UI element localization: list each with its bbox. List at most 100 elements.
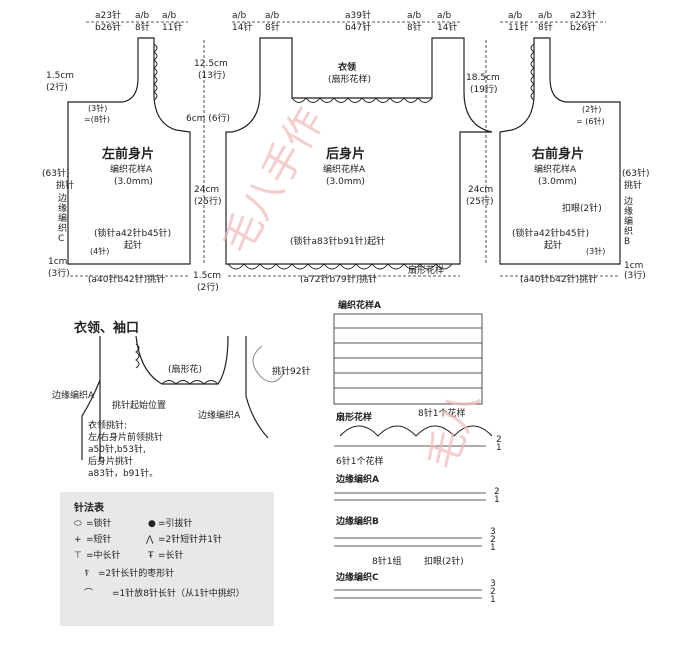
back-top-ab2: a/b [265, 11, 280, 21]
collar-note2: 左/右身片前领挑针 [88, 433, 164, 443]
back-top-ab3n: 8针 [407, 23, 422, 33]
collar-sketch-scallops [135, 343, 219, 385]
back-top-a: a39针 [345, 11, 371, 21]
right-bottom: (a40针b42针)挑针 [520, 275, 598, 285]
collar-note4: 后身片挑针 [88, 457, 134, 467]
pickup-arrow [252, 345, 285, 383]
back-fan: 扇形花样 [408, 266, 445, 276]
legend-slip-symbol: ● [148, 519, 156, 529]
back-h-185r: (19行) [470, 85, 498, 95]
right-top-ab2: a/b [538, 11, 553, 21]
left-m3: (3针) [88, 104, 108, 113]
back-title: 后身片 [326, 147, 366, 162]
right-pattern: 编织花样A [534, 165, 577, 175]
right-hook: (3.0mm) [538, 177, 577, 187]
left-side-63b: 挑针 [56, 181, 75, 191]
collar-note5: a83针，b91针。 [88, 469, 159, 479]
back-hem-scallops [227, 263, 453, 270]
left-top-ab2: a/b [162, 11, 177, 21]
left-m4: (4针) [90, 247, 110, 256]
back-h-24br: (25行) [466, 197, 494, 207]
chart-edge-c-title: 边缘编织C [336, 573, 379, 583]
left-side-2: 1cm [48, 257, 68, 267]
back-h-15r: (2行) [197, 283, 219, 293]
collar-pick: 挑针92针 [272, 367, 311, 377]
right-top-ab1n: 11针 [508, 23, 529, 33]
collar-note1: 衣领挑针: [88, 421, 128, 431]
chart-pattern-a-title: 编织花样A [338, 301, 381, 311]
left-top-ab1n: 8针 [135, 23, 150, 33]
back-h-24b: 24cm [468, 185, 494, 195]
right-m2: (2针) [582, 105, 602, 114]
back-top-ab1: a/b [232, 11, 247, 21]
pattern-a-grid [333, 313, 483, 405]
collar-note3: a50针,b53针, [88, 445, 146, 455]
back-top-ab4: a/b [437, 11, 452, 21]
right-start: 起针 [544, 241, 563, 251]
legend-hdc-symbol: ⊤ [74, 551, 82, 561]
left-side-1: 1.5cm [46, 71, 75, 81]
right-top-a: a23针 [570, 11, 596, 21]
left-top-ab1: a/b [135, 11, 150, 21]
back-top-ab3: a/b [407, 11, 422, 21]
back-top-ab4n: 14针 [437, 23, 458, 33]
legend-bobble-symbol: ⍒ [84, 569, 90, 579]
collar-start-pos: 挑针起始位置 [112, 401, 167, 411]
back-h-125r: (13行) [198, 71, 226, 81]
right-m6: = (6针) [576, 117, 605, 126]
left-front-outline [67, 37, 191, 265]
left-top-ab2n: 11针 [162, 23, 183, 33]
edge-b-row-2: 2 [490, 535, 496, 545]
collar-edge-a1: 边缘编织A [52, 391, 95, 401]
left-top-a: a23针 [95, 11, 121, 21]
left-m8: =(8针) [84, 115, 111, 124]
back-top-ab1n: 14针 [232, 23, 253, 33]
left-top-b: b26针 [95, 23, 122, 33]
left-side-2r: (3行) [48, 269, 70, 279]
right-side-63b: 挑针 [624, 181, 643, 191]
legend-box [60, 492, 274, 626]
legend-sc2tog-symbol: ⋀ [146, 535, 154, 545]
legend-fan8-symbol: ⌒ [84, 589, 94, 599]
fan-row-1: 1 [496, 443, 502, 453]
back-h-125: 12.5cm [194, 59, 228, 69]
chart-edge-b-note1: 8针1组 [372, 557, 402, 567]
edge-c-row-3: 3 [490, 579, 496, 589]
back-pattern: 编织花样A [323, 165, 366, 175]
back-outline [225, 37, 493, 265]
right-buttonhole: 扣眼(2针) [562, 204, 602, 214]
right-top-b: b26针 [570, 23, 597, 33]
right-chain: (锁针a42针b45针) [512, 229, 590, 239]
legend-chain-symbol: ⬭ [74, 519, 82, 529]
right-side-1r: (3行) [624, 271, 646, 281]
back-bottom: (a72针b79针)挑针 [300, 275, 378, 285]
chart-edge-a-title: 边缘编织A [336, 475, 379, 485]
chart-fan-note: 6针1个花样 [336, 457, 384, 467]
back-top-b: b47针 [345, 23, 372, 33]
back-h-6: 6cm (6行) [186, 114, 231, 124]
legend-dc: =长针 [158, 551, 184, 561]
left-armhole-scallops [153, 43, 158, 101]
left-hook: (3.0mm) [114, 177, 153, 187]
legend-sc: =短针 [86, 535, 112, 545]
back-chain: (锁针a83针b91针)起针 [290, 237, 386, 247]
left-edge-label: 边缘编织C [58, 194, 68, 244]
left-chain: (锁针a42针b45针) [94, 229, 172, 239]
right-side-63: (63针) [622, 169, 650, 179]
back-h-24r: (25行) [194, 197, 222, 207]
back-collar-scallops [291, 97, 433, 103]
right-m3: (3针) [586, 247, 606, 256]
legend-bobble: =2针长针的枣形针 [98, 569, 175, 579]
right-front-outline [499, 37, 621, 265]
collar-edge-a2: 边缘编织A [198, 411, 241, 421]
legend-title: 针法表 [74, 503, 104, 514]
chart-pattern-a-note: 8针1个花样 [418, 409, 466, 419]
collar-section-title: 衣领、袖口 [74, 321, 140, 336]
right-front-title: 右前身片 [532, 147, 585, 162]
left-pattern: 编织花样A [110, 165, 153, 175]
right-top-ab1: a/b [508, 11, 523, 21]
right-edge-label: 边缘编织B [624, 197, 634, 247]
back-h-24: 24cm [194, 185, 220, 195]
